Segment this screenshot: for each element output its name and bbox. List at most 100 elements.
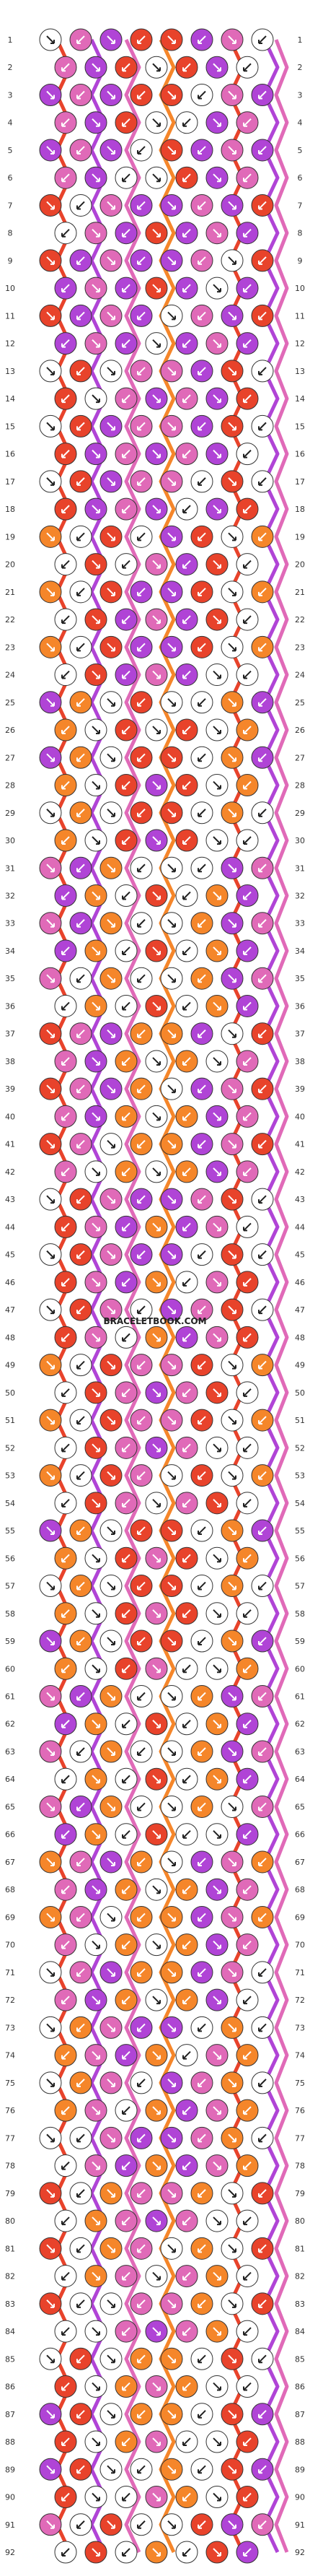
arrow-icon bbox=[167, 1305, 176, 1315]
knot bbox=[221, 1243, 244, 1266]
arrow-icon bbox=[152, 1443, 161, 1453]
knot bbox=[160, 2182, 183, 2205]
arrow-icon bbox=[198, 1968, 206, 1977]
knot bbox=[54, 774, 77, 797]
row-number-right: 68 bbox=[295, 1885, 305, 1894]
knot bbox=[205, 1988, 229, 2011]
row-number-right: 46 bbox=[295, 1278, 305, 1287]
knot bbox=[99, 304, 123, 327]
knot bbox=[221, 1685, 244, 1708]
row-number-left: 92 bbox=[5, 2548, 15, 2557]
arrow-icon bbox=[258, 1747, 267, 1756]
arrow-icon bbox=[76, 1747, 85, 1756]
string-line bbox=[274, 39, 289, 2553]
arrow-icon bbox=[107, 35, 115, 44]
arrow-icon bbox=[167, 1416, 176, 1425]
knot bbox=[69, 304, 92, 327]
knot bbox=[130, 2237, 153, 2260]
arrow-icon bbox=[76, 532, 85, 541]
arrow-icon bbox=[182, 1167, 191, 1176]
knot bbox=[54, 2265, 77, 2288]
knot bbox=[130, 746, 153, 769]
row-number-left: 23 bbox=[5, 643, 15, 652]
arrow-icon bbox=[243, 2216, 252, 2226]
arrow-icon bbox=[182, 2106, 191, 2115]
knot bbox=[115, 1657, 138, 1680]
knot bbox=[175, 1878, 198, 1901]
knot bbox=[160, 1022, 183, 1045]
row-number-right: 10 bbox=[295, 284, 305, 293]
arrow-icon bbox=[182, 63, 191, 72]
knot bbox=[115, 608, 138, 631]
row-number-left: 27 bbox=[5, 753, 15, 762]
knot bbox=[130, 1575, 153, 1598]
knot bbox=[39, 1850, 62, 1874]
arrow-icon bbox=[198, 643, 206, 652]
knot bbox=[205, 939, 229, 962]
knot bbox=[115, 884, 138, 907]
arrow-icon bbox=[228, 311, 236, 321]
knot bbox=[69, 1519, 92, 1542]
arrow-icon bbox=[198, 1692, 206, 1701]
knot bbox=[221, 2458, 244, 2481]
knot bbox=[251, 1850, 274, 1874]
knot bbox=[175, 608, 198, 631]
knot bbox=[190, 1905, 213, 1928]
arrow-icon bbox=[152, 615, 161, 625]
knot bbox=[54, 1546, 77, 1570]
arrow-icon bbox=[122, 1499, 130, 1507]
knot bbox=[251, 2347, 274, 2370]
arrow-icon bbox=[61, 1830, 70, 1839]
knot bbox=[221, 746, 244, 769]
arrow-icon bbox=[243, 1167, 252, 1176]
arrow-icon bbox=[61, 2161, 70, 2170]
knot bbox=[84, 1546, 107, 1570]
row-number-left: 32 bbox=[5, 891, 15, 900]
knot bbox=[175, 1988, 198, 2011]
row-number-left: 34 bbox=[5, 947, 15, 956]
knot bbox=[221, 2513, 244, 2536]
arrow-icon bbox=[92, 726, 100, 735]
arrow-icon bbox=[46, 1139, 55, 1149]
knot bbox=[54, 829, 77, 852]
knot bbox=[69, 1464, 92, 1487]
knot bbox=[115, 1767, 138, 1790]
arrow-icon bbox=[76, 35, 85, 44]
knot bbox=[205, 2154, 229, 2177]
knot bbox=[205, 166, 229, 189]
knot bbox=[251, 1519, 274, 1542]
arrow-icon bbox=[198, 2410, 206, 2419]
arrow-icon bbox=[61, 1996, 70, 2005]
knot bbox=[115, 1326, 138, 1349]
arrow-icon bbox=[198, 1858, 206, 1866]
knot bbox=[205, 1767, 229, 1790]
arrow-icon bbox=[137, 422, 146, 431]
knot bbox=[130, 1685, 153, 1708]
knot bbox=[39, 1022, 62, 1045]
knot bbox=[115, 718, 138, 741]
knot bbox=[251, 470, 274, 493]
row-number-left: 52 bbox=[5, 1443, 15, 1453]
arrow-icon bbox=[258, 1471, 267, 1480]
knot bbox=[221, 912, 244, 935]
knot bbox=[145, 332, 168, 355]
knot bbox=[84, 2486, 107, 2509]
knot bbox=[130, 856, 153, 879]
arrow-icon bbox=[61, 284, 70, 293]
arrow-icon bbox=[213, 1940, 221, 1949]
arrow-icon bbox=[46, 1637, 55, 1646]
arrow-icon bbox=[167, 1526, 176, 1536]
knot bbox=[190, 1629, 213, 1653]
arrow-icon bbox=[122, 1830, 130, 1839]
knot bbox=[160, 2458, 183, 2481]
arrow-icon bbox=[167, 1581, 176, 1591]
arrow-icon bbox=[198, 1029, 206, 1038]
arrow-icon bbox=[167, 35, 176, 44]
arrow-icon bbox=[198, 2299, 206, 2308]
knot bbox=[175, 166, 198, 189]
arrow-icon bbox=[228, 863, 236, 873]
knot bbox=[54, 1105, 77, 1128]
knot bbox=[205, 718, 229, 741]
string-line bbox=[124, 38, 141, 2554]
knot bbox=[145, 2099, 168, 2122]
